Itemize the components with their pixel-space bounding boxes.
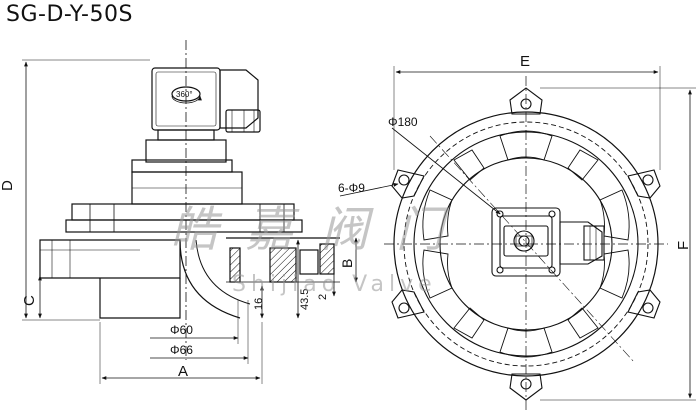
dim-d-label: D: [0, 180, 16, 191]
solenoid-coil: [151, 67, 261, 133]
dim-43-5-label: 43.5: [299, 289, 311, 310]
dim-e-label: E: [520, 53, 530, 70]
dim-a-label: A: [178, 363, 188, 380]
dim-b-label: B: [339, 259, 355, 268]
top-view: [384, 76, 668, 412]
page-title: SG-D-Y-50S: [6, 2, 133, 27]
dim-f-label: F: [675, 241, 692, 250]
dim-phi66-label: Φ66: [170, 343, 193, 357]
top-dimensions: [339, 66, 696, 401]
dim-2-label: 2: [317, 294, 329, 300]
dim-16-label: 16: [253, 298, 265, 310]
dim-c-label: C: [21, 295, 38, 306]
dim-phi180-label: Φ180: [388, 115, 418, 129]
dim-holes-label: 6-Φ9: [338, 181, 365, 195]
side-dimensions: [22, 59, 358, 384]
dim-phi60-label: Φ60: [170, 323, 193, 337]
side-view: 360°: [39, 40, 340, 360]
coil-rotation-label: 360°: [176, 90, 193, 99]
